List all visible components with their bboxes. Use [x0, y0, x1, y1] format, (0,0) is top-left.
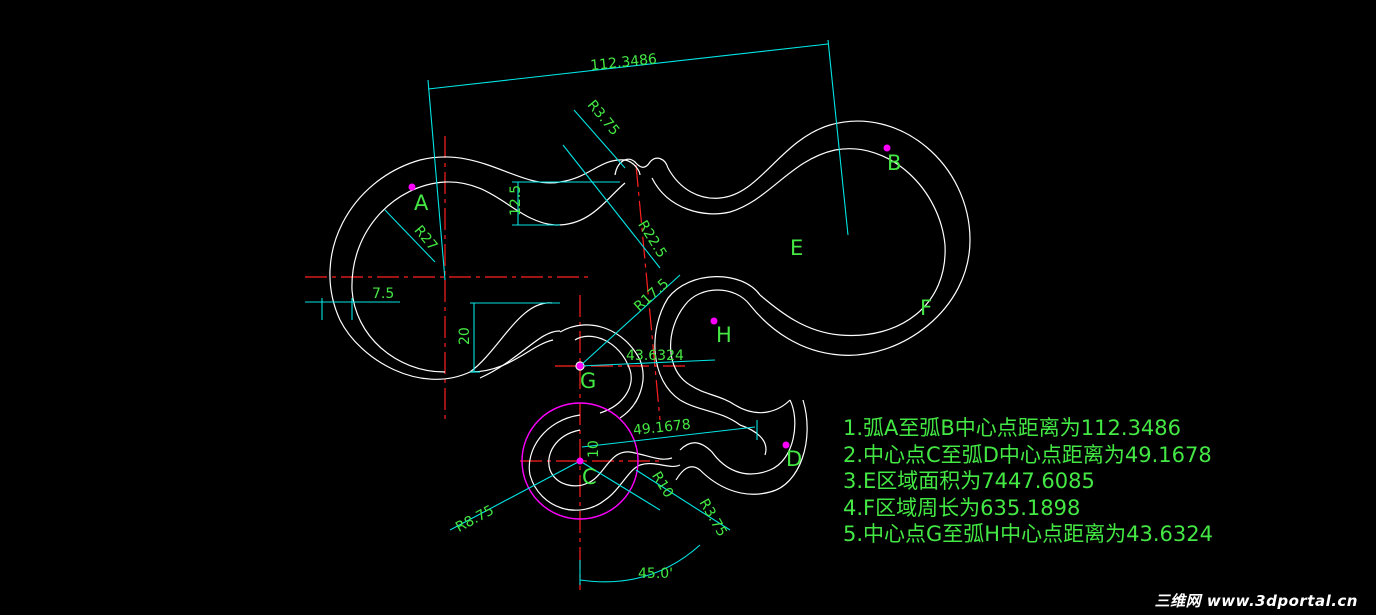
dim-436: 43.6324 — [626, 348, 684, 364]
part-outline — [329, 120, 971, 511]
label-b: B — [887, 151, 901, 175]
label-f: F — [920, 296, 932, 320]
dim-r375-top: R3.75 — [584, 97, 623, 139]
dim-r375-bottom: R3.75 — [696, 496, 730, 539]
dim-r175: R17.5 — [631, 276, 672, 315]
dim-r10: R10 — [648, 469, 676, 501]
dim-10: 10 — [586, 440, 602, 458]
dim-r225: R22.5 — [634, 218, 669, 261]
circle-r10 — [521, 402, 639, 520]
dim-112: 112.3486 — [590, 51, 658, 74]
dim-r875: R8.75 — [453, 502, 497, 535]
label-e: E — [790, 236, 803, 260]
note-3: 3.E区域面积为7447.6085 — [843, 469, 1095, 493]
label-d: D — [786, 447, 802, 471]
watermark: 三维网 www.3dportal.cn — [1154, 592, 1358, 610]
dim-angle: 45.0' — [638, 566, 673, 582]
label-c: C — [582, 465, 597, 489]
dim-75: 7.5 — [372, 286, 394, 302]
label-a: A — [414, 191, 429, 215]
dim-491: 49.1678 — [632, 417, 691, 439]
dim-r27: R27 — [411, 223, 441, 254]
dimension-lines — [305, 39, 849, 585]
reference-points — [408, 144, 891, 465]
dim-20: 20 — [457, 327, 473, 345]
dim-125: 12.5 — [508, 185, 524, 216]
note-2: 2.中心点C至弧D中心点距离为49.1678 — [843, 442, 1212, 467]
label-h: H — [716, 323, 732, 347]
note-4: 4.F区域周长为635.1898 — [843, 495, 1081, 520]
note-5: 5.中心点G至弧H中心点距离为43.6324 — [843, 522, 1213, 546]
notes-list: 1.弧A至弧B中心点距离为112.3486 2.中心点C至弧D中心点距离为49.… — [843, 415, 1213, 548]
label-g: G — [580, 369, 596, 393]
note-1: 1.弧A至弧B中心点距离为112.3486 — [843, 416, 1182, 440]
